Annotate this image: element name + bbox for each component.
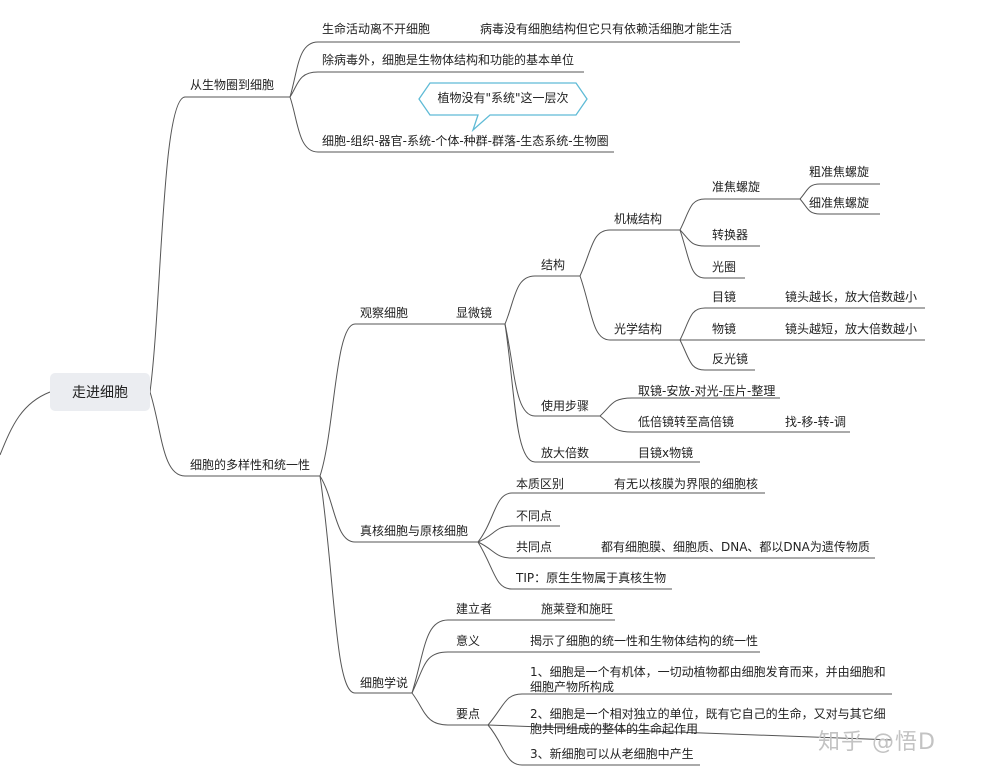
watermark: 知乎 @悟D [818,730,936,755]
node-mechanical[interactable]: 机械结构 [614,212,663,226]
note-magnification[interactable]: 目镜x物镜 [638,446,694,460]
node-eukaryote-prokaryote[interactable]: 真核细胞与原核细胞 [360,524,469,538]
node-tip[interactable]: TIP：原生生物属于真核生物 [516,571,667,585]
node-optical[interactable]: 光学结构 [614,322,663,336]
note-eyepiece[interactable]: 镜头越长，放大倍数越小 [785,290,918,304]
node-steps-sequence[interactable]: 取镜-安放-对光-压片-整理 [638,384,776,398]
point-1[interactable]: 1、细胞是一个有机体，一切动植物都由细胞发育而来，并由细胞和细胞产物所构成 [530,665,886,694]
node-low-to-high[interactable]: 低倍镜转至高倍镜 [638,415,735,429]
node-microscope[interactable]: 显微镜 [456,306,493,320]
note-founders[interactable]: 施莱登和施旺 [541,602,614,616]
node-cell-theory[interactable]: 细胞学说 [360,676,409,690]
node-coarse-focus[interactable]: 粗准焦螺旋 [809,165,870,179]
node-life-needs-cells[interactable]: 生命活动离不开细胞 [322,22,431,36]
branch-diversity-unity[interactable]: 细胞的多样性和统一性 [190,458,311,472]
note-significance[interactable]: 揭示了细胞的统一性和生物体结构的统一性 [530,634,759,648]
node-magnification[interactable]: 放大倍数 [541,446,590,460]
node-nosepiece[interactable]: 转换器 [712,228,749,242]
point-3[interactable]: 3、新细胞可以从老细胞中产生 [530,747,694,761]
node-usage-steps[interactable]: 使用步骤 [541,399,590,413]
node-key-points[interactable]: 要点 [456,707,481,721]
node-fine-focus[interactable]: 细准焦螺旋 [809,196,870,210]
node-founders[interactable]: 建立者 [456,602,493,616]
point-2[interactable]: 2、细胞是一个相对独立的单位，既有它自己的生命，又对与其它细胞共同组成的整体的生… [530,707,886,736]
node-observe-cells[interactable]: 观察细胞 [360,306,409,320]
root-label: 走进细胞 [72,385,128,401]
node-objective[interactable]: 物镜 [712,322,737,336]
node-focus-knob[interactable]: 准焦螺旋 [712,180,761,194]
branch-from-biosphere[interactable]: 从生物圈到细胞 [190,78,275,92]
root-node[interactable]: 走进细胞 [50,373,150,411]
node-mirror[interactable]: 反光镜 [712,352,749,366]
callout-text: 植物没有"系统"这一层次 [437,91,569,105]
note-find-move-turn[interactable]: 找-移-转-调 [785,415,846,429]
node-common-points[interactable]: 共同点 [516,540,553,554]
note-nucleus[interactable]: 有无以核膜为界限的细胞核 [614,477,759,491]
node-diaphragm[interactable]: 光圈 [712,260,737,274]
node-hierarchy[interactable]: 细胞-组织-器官-系统-个体-种群-群落-生态系统-生物圈 [322,134,609,148]
note-objective[interactable]: 镜头越短，放大倍数越小 [785,322,918,336]
note-virus[interactable]: 病毒没有细胞结构但它只有依赖活细胞才能生活 [480,22,733,36]
node-eyepiece[interactable]: 目镜 [712,290,737,304]
node-structure[interactable]: 结构 [541,258,566,272]
node-differences[interactable]: 不同点 [516,509,553,523]
note-common[interactable]: 都有细胞膜、细胞质、DNA、都以DNA为遗传物质 [601,540,870,554]
node-basic-unit[interactable]: 除病毒外，细胞是生物体结构和功能的基本单位 [322,53,575,67]
node-significance[interactable]: 意义 [456,634,481,648]
node-essential-difference[interactable]: 本质区别 [516,477,565,491]
callout-plant-no-system[interactable]: 植物没有"系统"这一层次 [418,82,588,133]
